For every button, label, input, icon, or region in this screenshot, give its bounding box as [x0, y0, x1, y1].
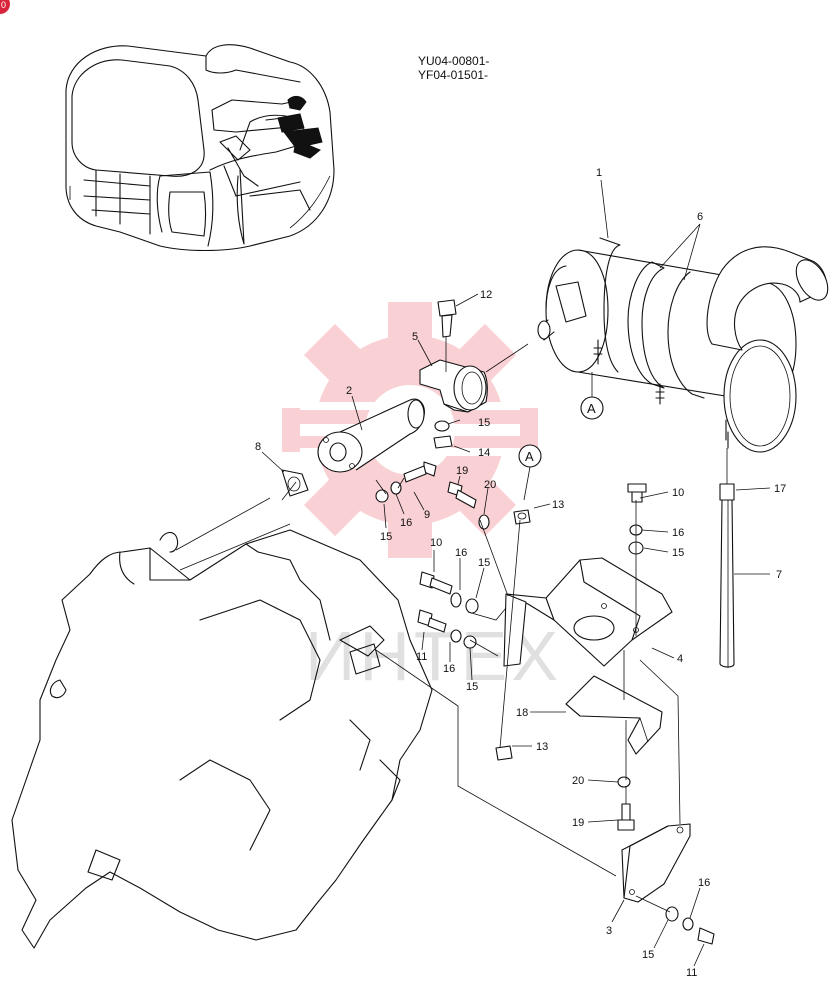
callout-1: 1	[596, 167, 602, 179]
callout-10: 10	[672, 487, 684, 499]
callout-13: 13	[552, 499, 564, 511]
callout-16: 16	[698, 877, 710, 889]
callout-19: 19	[572, 817, 584, 829]
callout-13: 13	[536, 741, 548, 753]
callout-9: 9	[424, 509, 430, 521]
muffler	[537, 237, 829, 453]
callout-5: 5	[412, 331, 418, 343]
callout-16: 16	[455, 547, 467, 559]
fastener-cluster-middle	[417, 571, 479, 649]
fastener-cluster-upper	[375, 461, 531, 530]
callout-16: 16	[443, 663, 455, 675]
callout-15: 15	[380, 531, 392, 543]
badge-label: 0	[1, 0, 6, 10]
callout-6: 6	[697, 211, 703, 223]
bolt-12	[437, 299, 457, 372]
reference-a-lower: A	[518, 444, 542, 501]
lower-bracket	[621, 823, 691, 903]
callout-7: 7	[776, 569, 782, 581]
washer-nut-stack	[433, 420, 453, 449]
callout-17: 17	[774, 483, 786, 495]
callout-15: 15	[478, 417, 490, 429]
heat-shield	[565, 675, 663, 755]
muffler-bracket	[503, 557, 673, 667]
callout-leaders	[261, 179, 771, 967]
callout-20: 20	[572, 775, 584, 787]
callout-11: 11	[416, 651, 427, 663]
exhaust-pipe	[317, 398, 425, 473]
callout-12: 12	[480, 289, 492, 301]
serial-number-1: YU04-00801-	[418, 54, 489, 68]
serial-number-2: YF04-01501-	[418, 68, 488, 82]
callout-16: 16	[400, 517, 412, 529]
callout-10: 10	[430, 537, 442, 549]
callout-15: 15	[478, 557, 490, 569]
svg-text:A: A	[525, 449, 534, 464]
callout-2: 2	[346, 385, 352, 397]
callout-16: 16	[672, 527, 684, 539]
callout-20: 20	[484, 479, 496, 491]
callout-19: 19	[456, 465, 468, 477]
assembly-lines	[175, 343, 729, 913]
engine-outline	[11, 523, 433, 949]
callout-18: 18	[516, 707, 528, 719]
callout-labels: 1 6 12 5 2 15 14 8 19 20 13 9 16 15 10 1…	[255, 167, 786, 979]
callout-8: 8	[255, 441, 261, 453]
callout-3: 3	[606, 925, 612, 937]
tail-pipe	[719, 448, 735, 668]
fastener-cluster-lower	[495, 483, 715, 945]
callout-11: 11	[686, 967, 697, 979]
callout-15: 15	[672, 547, 684, 559]
reference-a-upper: A	[580, 372, 604, 420]
callout-15: 15	[466, 681, 478, 693]
machine-overview-sketch	[65, 44, 335, 252]
callout-4: 4	[677, 653, 683, 665]
callout-14: 14	[478, 447, 490, 459]
svg-text:A: A	[587, 401, 596, 416]
corner-badge: 0	[0, 0, 10, 14]
pipe-clamp	[419, 359, 488, 413]
callout-15: 15	[642, 949, 654, 961]
